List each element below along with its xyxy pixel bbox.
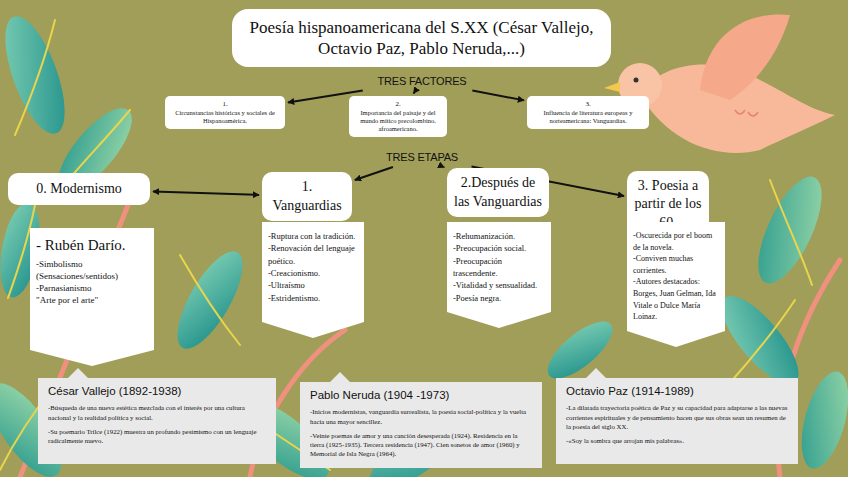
node-text: -Preocupación social. bbox=[453, 242, 545, 254]
node-heading: César Vallejo (1892-1938) bbox=[48, 384, 266, 398]
node-text: "Arte por el arte" bbox=[36, 294, 148, 306]
node-text: -Creacionismo. bbox=[268, 267, 358, 279]
content-box: -Ruptura con la tradición.-Renovación de… bbox=[262, 222, 364, 338]
diagram-title: Poesía hispanoamericana del S.XX (César … bbox=[242, 17, 601, 60]
node-heading: 1. Vanguardias bbox=[268, 178, 346, 214]
node-heading: 0. Modernismo bbox=[14, 180, 144, 198]
arrow-connector bbox=[443, 166, 445, 168]
node-heading: -Rehumanización. bbox=[453, 230, 545, 242]
node-text: -«Soy la sombra que arrojan mis palabras… bbox=[566, 436, 788, 445]
box-outline bbox=[627, 222, 725, 347]
node-content: Octavio Paz (1914-1989) -La dilatada tray… bbox=[566, 384, 788, 445]
factor-box: 2.Importancia del paisaje y del mundo mí… bbox=[349, 96, 447, 137]
box-outline bbox=[262, 222, 364, 338]
node-text: -Vitalidad y sensualidad. bbox=[453, 279, 545, 291]
node-heading: Pablo Neruda (1904 -1973) bbox=[310, 388, 532, 402]
content-box: - Rubén Darío.-Simbolismo (Sensaciones/s… bbox=[30, 228, 154, 366]
box-outline bbox=[527, 96, 649, 129]
node-heading: 2.Después de las Vanguardias bbox=[453, 174, 543, 210]
author-callout: Octavio Paz (1914-1989) -La dilatada tray… bbox=[556, 368, 798, 464]
node-text: Importancia del paisaje y del mundo míti… bbox=[353, 109, 443, 133]
arrow-connector bbox=[413, 92, 416, 93]
factor-box: 1.Circunstancias históricas y sociales d… bbox=[165, 96, 285, 129]
node-text: -La dilatada trayectoria poética de Paz … bbox=[566, 403, 788, 431]
node-content: César Vallejo (1892-1938) -Búsqueda de un… bbox=[48, 384, 266, 445]
section-label: TRES FACTORES bbox=[363, 72, 481, 90]
node-content: - Rubén Darío.-Simbolismo (Sensaciones/s… bbox=[36, 236, 148, 306]
box-outline bbox=[300, 372, 542, 468]
node-content: TRES ETAPAS bbox=[370, 151, 474, 163]
node-content: 2.Importancia del paisaje y del mundo mí… bbox=[353, 100, 443, 133]
node-heading: -Oscurecida por el boom de la novela. bbox=[633, 230, 719, 253]
box-outline bbox=[447, 168, 549, 217]
box-outline bbox=[447, 222, 551, 328]
node-content: 1. Vanguardias bbox=[268, 178, 346, 214]
node-text: -Preocupación trascendente. bbox=[453, 255, 545, 280]
node-heading: 1. bbox=[169, 100, 281, 108]
node-content: 3.Influencia de literatura europeas y no… bbox=[531, 100, 645, 125]
arrow-connector bbox=[153, 191, 259, 194]
box-outline bbox=[262, 172, 352, 221]
node-text: -Renovación del lenguaje poético. bbox=[268, 242, 358, 267]
pink-stems bbox=[20, 200, 840, 477]
node-content: 2.Después de las Vanguardias bbox=[453, 174, 543, 210]
author-callout: César Vallejo (1892-1938) -Búsqueda de un… bbox=[38, 368, 276, 464]
node-text: Circunstancias históricas y sociales de … bbox=[169, 109, 281, 125]
node-content: 0. Modernismo bbox=[14, 180, 144, 198]
node-text: -Veinte poemas de amor y una canción des… bbox=[310, 431, 532, 459]
leaves bbox=[0, 9, 848, 477]
stage-box: 0. Modernismo bbox=[8, 173, 150, 205]
content-box: -Oscurecida por el boom de la novela.-Co… bbox=[627, 222, 725, 347]
arrow-connector bbox=[472, 91, 524, 101]
node-text: -Su poemario Trilce (1922) muestra un pr… bbox=[48, 427, 266, 445]
node-content: TRES FACTORES bbox=[365, 75, 479, 87]
node-content: 1.Circunstancias históricas y sociales d… bbox=[169, 100, 281, 125]
stage-box: 1. Vanguardias bbox=[262, 172, 352, 221]
node-heading: Octavio Paz (1914-1989) bbox=[566, 384, 788, 398]
box-outline bbox=[556, 368, 798, 464]
arrow-connector bbox=[355, 167, 393, 180]
node-text: -Inicios modernistas, vanguardia surreal… bbox=[310, 407, 532, 425]
node-text: -Ultraísmo bbox=[268, 279, 358, 291]
box-outline bbox=[8, 173, 150, 205]
node-text: -Simbolismo (Sensaciones/sentidos) bbox=[36, 258, 148, 282]
bird-illustration bbox=[604, 14, 835, 152]
box-outline bbox=[38, 368, 276, 464]
node-text: Influencia de literatura europeas y nort… bbox=[531, 109, 645, 125]
stage-box: 2.Después de las Vanguardias bbox=[447, 168, 549, 217]
section-label: TRES ETAPAS bbox=[368, 148, 476, 166]
title-box: Poesía hispanoamericana del S.XX (César … bbox=[232, 9, 611, 67]
box-outline bbox=[349, 96, 447, 137]
node-heading: 3. bbox=[531, 100, 645, 108]
node-heading: TRES FACTORES bbox=[365, 75, 479, 87]
node-heading: - Rubén Darío. bbox=[36, 236, 148, 256]
node-heading: 2. bbox=[353, 100, 443, 108]
box-outline bbox=[165, 96, 285, 129]
node-heading: TRES ETAPAS bbox=[370, 151, 474, 163]
node-text: -Autores destacados: Borges, Juan Gelman… bbox=[633, 276, 719, 322]
node-heading: -Ruptura con la tradición. bbox=[268, 230, 358, 242]
author-callout: Pablo Neruda (1904 -1973) -Inicios modern… bbox=[300, 372, 542, 468]
node-content: -Oscurecida por el boom de la novela.-Co… bbox=[633, 230, 719, 323]
node-content: -Rehumanización.-Preocupación social.-Pr… bbox=[453, 230, 545, 304]
content-box: -Rehumanización.-Preocupación social.-Pr… bbox=[447, 222, 551, 328]
node-text: -Parnasianismo bbox=[36, 282, 148, 294]
factor-box: 3.Influencia de literatura europeas y no… bbox=[527, 96, 649, 129]
node-text: -Búsqueda de una nueva estética mezclada… bbox=[48, 403, 266, 421]
box-outline bbox=[30, 228, 154, 366]
node-content: -Ruptura con la tradición.-Renovación de… bbox=[268, 230, 358, 304]
node-text: -Estridentismo. bbox=[268, 292, 358, 304]
node-text: -Poesía negra. bbox=[453, 292, 545, 304]
node-content: Pablo Neruda (1904 -1973) -Inicios modern… bbox=[310, 388, 532, 458]
node-text: -Conviven muchas corrientes. bbox=[633, 253, 719, 276]
